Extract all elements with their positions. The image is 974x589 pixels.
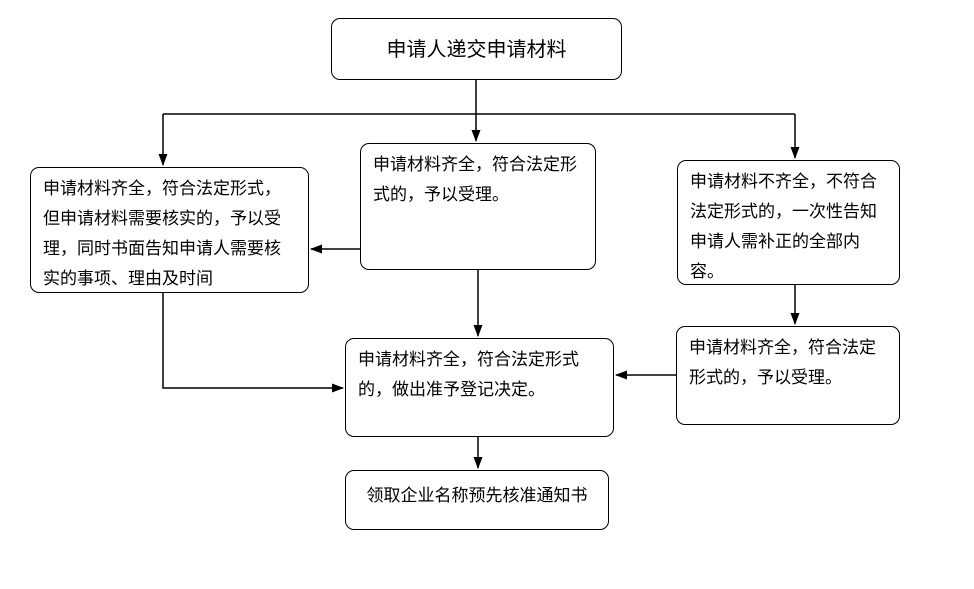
node-accepted-label: 申请材料齐全，符合法定形 式的，予以受理。 [373,155,577,205]
node-registration-decision-label: 申请材料齐全，符合法定形式 的，做出准予登记决定。 [358,350,579,400]
node-incomplete-notice: 申请材料不齐全，不符合 法定形式的，一次性告知 申请人需补正的全部内 容。 [677,160,900,285]
node-start-label: 申请人递交申请材料 [386,37,567,61]
node-resubmit-accepted: 申请材料齐全，符合法定 形式的，予以受理。 [676,326,900,425]
node-resubmit-accepted-label: 申请材料齐全，符合法定 形式的，予以受理。 [689,338,876,388]
node-incomplete-notice-label: 申请材料不齐全，不符合 法定形式的，一次性告知 申请人需补正的全部内 容。 [690,172,877,282]
node-verify-accepted: 申请材料齐全，符合法定形式， 但申请材料需要核实的，予以受 理，同时书面告知申请… [30,167,309,293]
node-start: 申请人递交申请材料 [331,18,622,80]
node-verify-accepted-label: 申请材料齐全，符合法定形式， 但申请材料需要核实的，予以受 理，同时书面告知申请… [43,179,281,289]
node-end-label: 领取企业名称预先核准通知书 [366,486,588,506]
node-accepted: 申请材料齐全，符合法定形 式的，予以受理。 [360,143,596,270]
connector-verify-to-decision [162,293,344,393]
node-registration-decision: 申请材料齐全，符合法定形式 的，做出准予登记决定。 [345,338,614,437]
node-end: 领取企业名称预先核准通知书 [345,470,609,530]
